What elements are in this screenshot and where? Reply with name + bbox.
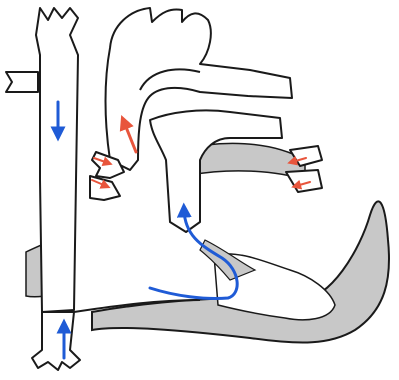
- right-pulmonary-veins-lower: [90, 176, 120, 200]
- inferior-vena-cava: [32, 312, 80, 370]
- tissue-layer: [26, 143, 389, 342]
- left-brachiocephalic-branch: [6, 72, 38, 92]
- left-pulmonary-veins-lower: [286, 170, 322, 192]
- superior-vena-cava: [36, 8, 78, 312]
